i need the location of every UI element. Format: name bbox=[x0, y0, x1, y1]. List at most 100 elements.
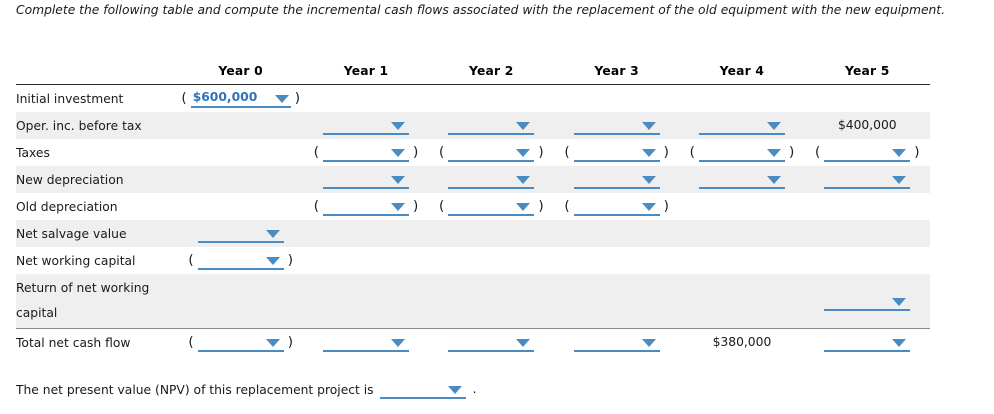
open-paren: ( bbox=[564, 197, 570, 214]
dropdown-r3-y1[interactable] bbox=[323, 170, 409, 189]
npv-dropdown[interactable] bbox=[379, 380, 466, 399]
cell-r2-y0 bbox=[178, 139, 303, 166]
table-row: Net working capital() bbox=[16, 247, 930, 274]
dropdown-r2-y4[interactable] bbox=[698, 143, 785, 162]
dropdown-r2-y3[interactable] bbox=[573, 143, 660, 162]
dropdown-r5-y0[interactable] bbox=[197, 224, 284, 243]
static-value: $400,000 bbox=[837, 117, 897, 132]
dropdown-r7-y5[interactable] bbox=[824, 292, 911, 311]
chevron-down-icon bbox=[516, 149, 531, 157]
close-paren: ) bbox=[914, 143, 920, 160]
table-row: Total net cash flow()$380,000 bbox=[16, 328, 930, 356]
npv-label: The net present value (NPV) of this repl… bbox=[16, 382, 374, 397]
open-paren: ( bbox=[815, 143, 821, 160]
cell-r8-y1 bbox=[303, 328, 429, 356]
cell-r1-y3 bbox=[553, 112, 680, 139]
cell-r1-y2 bbox=[428, 112, 554, 139]
dropdown-r8-y2[interactable] bbox=[448, 333, 535, 352]
chevron-down-icon bbox=[391, 149, 405, 157]
cell-r7-y2 bbox=[428, 274, 554, 329]
row-label: Net working capital bbox=[16, 253, 136, 268]
dropdown-r3-y4[interactable] bbox=[698, 170, 785, 189]
open-paren: ( bbox=[439, 197, 445, 214]
static-value: $380,000 bbox=[712, 334, 772, 349]
cell-r0-y1 bbox=[303, 85, 428, 113]
cell-r3-y2 bbox=[428, 166, 554, 193]
chevron-down-icon bbox=[641, 149, 656, 157]
cell-r8-y5 bbox=[804, 328, 930, 356]
dropdown-r3-y2[interactable] bbox=[448, 170, 535, 189]
cell-r4-y1: () bbox=[303, 193, 428, 220]
open-paren: ( bbox=[181, 89, 187, 106]
dropdown-r2-y5[interactable] bbox=[824, 143, 911, 162]
cell-r1-y0 bbox=[178, 112, 304, 139]
cell-r7-y5 bbox=[804, 274, 930, 329]
table-row: Oper. inc. before tax $400,000 bbox=[16, 112, 930, 139]
open-paren: ( bbox=[689, 143, 695, 160]
dropdown-r1-y2[interactable] bbox=[448, 116, 535, 135]
cell-r4-y2: () bbox=[429, 193, 554, 220]
column-header-label bbox=[16, 64, 179, 85]
dropdown-r4-y1[interactable] bbox=[323, 197, 409, 216]
cell-r1-y5: $400,000 bbox=[804, 112, 930, 139]
dropdown-r4-y2[interactable] bbox=[448, 197, 535, 216]
dropdown-r2-y2[interactable] bbox=[448, 143, 535, 162]
dropdown-r3-y3[interactable] bbox=[573, 170, 660, 189]
dropdown-r8-y5[interactable] bbox=[824, 333, 911, 352]
dropdown-r4-y3[interactable] bbox=[573, 197, 660, 216]
chevron-down-icon bbox=[641, 339, 656, 347]
cell-r5-y2 bbox=[428, 220, 554, 247]
dropdown-r8-y0[interactable] bbox=[197, 333, 284, 352]
dropdown-value: $600,000 bbox=[192, 90, 258, 104]
dropdown-r1-y1[interactable] bbox=[323, 116, 409, 135]
chevron-down-icon bbox=[766, 122, 781, 130]
cell-r0-y5 bbox=[805, 85, 930, 113]
row-label: Net salvage value bbox=[16, 220, 179, 247]
cell-r4-y5 bbox=[805, 193, 930, 220]
chevron-down-icon bbox=[274, 95, 289, 103]
table-row: Return of net working capital bbox=[16, 274, 930, 329]
dropdown-r0-y0[interactable]: $600,000 bbox=[190, 89, 291, 108]
dropdown-r3-y5[interactable] bbox=[824, 170, 911, 189]
cell-r5-y5 bbox=[804, 220, 930, 247]
open-paren: ( bbox=[188, 251, 194, 268]
cell-r3-y4 bbox=[679, 166, 805, 193]
npv-statement: The net present value (NPV) of this repl… bbox=[16, 380, 477, 399]
cell-r4-y0 bbox=[178, 193, 303, 220]
cell-r3-y5 bbox=[804, 166, 930, 193]
dropdown-r6-y0[interactable] bbox=[197, 251, 284, 270]
chevron-down-icon bbox=[641, 203, 656, 211]
close-paren: ) bbox=[538, 197, 544, 214]
chevron-down-icon bbox=[892, 339, 907, 347]
cell-r0-y4 bbox=[679, 85, 804, 113]
table-body: Initial investment($600,000)Oper. inc. b… bbox=[16, 85, 930, 356]
dropdown-r8-y1[interactable] bbox=[323, 333, 409, 352]
cell-r6-y2 bbox=[429, 247, 554, 274]
chevron-down-icon bbox=[641, 176, 656, 184]
chevron-down-icon bbox=[892, 176, 907, 184]
cell-r8-y4: $380,000 bbox=[679, 328, 805, 356]
close-paren: ) bbox=[287, 333, 293, 350]
cell-r6-y5 bbox=[805, 247, 930, 274]
cell-r4-y3: () bbox=[554, 193, 679, 220]
chevron-down-icon bbox=[391, 122, 405, 130]
row-label: Return of net working capital bbox=[16, 274, 179, 329]
chevron-down-icon bbox=[516, 122, 531, 130]
row-label: Total net cash flow bbox=[16, 328, 179, 356]
chevron-down-icon bbox=[391, 339, 405, 347]
cell-r6-y1 bbox=[303, 247, 428, 274]
dropdown-r2-y1[interactable] bbox=[323, 143, 409, 162]
cell-r2-y4: () bbox=[679, 139, 804, 166]
chevron-down-icon bbox=[265, 230, 280, 238]
dropdown-r8-y3[interactable] bbox=[573, 333, 660, 352]
instruction-text: Complete the following table and compute… bbox=[16, 3, 946, 17]
open-paren: ( bbox=[439, 143, 445, 160]
close-paren: ) bbox=[788, 143, 795, 160]
dropdown-r1-y3[interactable] bbox=[573, 116, 660, 135]
chevron-down-icon bbox=[892, 149, 907, 157]
dropdown-r1-y4[interactable] bbox=[698, 116, 785, 135]
cell-r3-y1 bbox=[303, 166, 429, 193]
row-label: Oper. inc. before tax bbox=[16, 112, 179, 139]
column-header-year-4: Year 4 bbox=[679, 64, 805, 85]
